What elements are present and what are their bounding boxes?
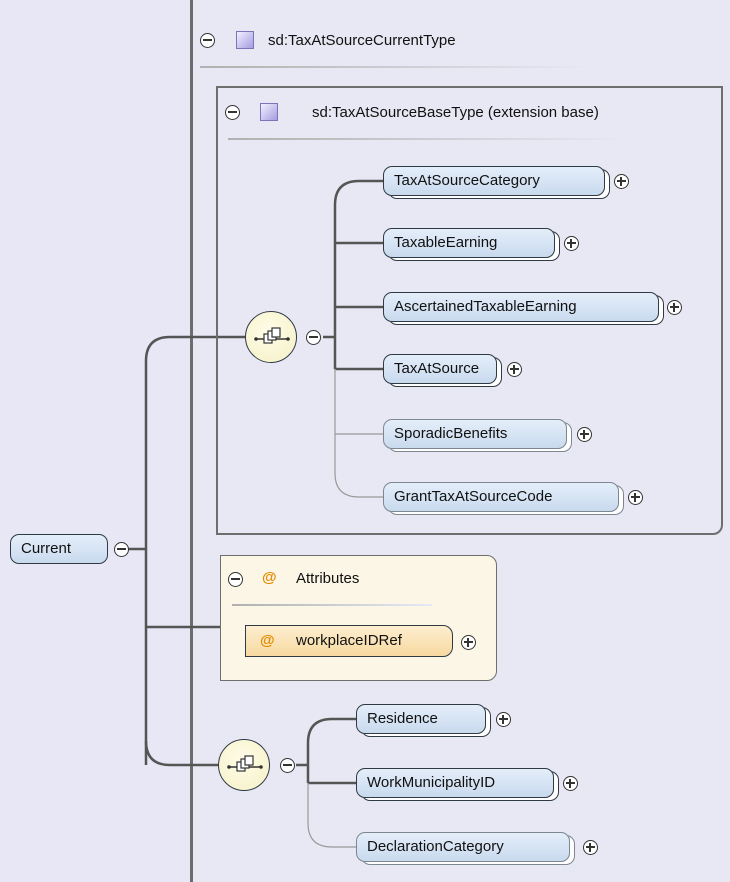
attributes-underline xyxy=(232,604,432,606)
expand-icon[interactable] xyxy=(507,362,522,377)
element-label: GrantTaxAtSourceCode xyxy=(394,488,553,505)
attribute-icon: @ xyxy=(262,569,277,586)
collapse-icon[interactable] xyxy=(200,33,215,48)
attribute-icon: @ xyxy=(260,632,275,649)
element-declarationcategory[interactable]: DeclarationCategory xyxy=(356,832,570,862)
attributes-title: Attributes xyxy=(296,570,360,587)
left-pane xyxy=(0,0,190,882)
expand-icon[interactable] xyxy=(577,427,592,442)
extension-underline xyxy=(228,138,628,140)
element-label: TaxAtSource xyxy=(394,360,480,377)
element-granttaxatsourcecode[interactable]: GrantTaxAtSourceCode xyxy=(383,482,619,512)
panel-divider xyxy=(190,0,193,882)
collapse-icon[interactable] xyxy=(306,330,321,345)
sequence-compositor-icon[interactable] xyxy=(245,311,297,363)
collapse-icon[interactable] xyxy=(114,542,129,557)
extension-base-box xyxy=(216,86,723,535)
attribute-workplaceidref[interactable]: @ workplaceIDRef xyxy=(245,625,453,657)
expand-icon[interactable] xyxy=(614,174,629,189)
expand-icon[interactable] xyxy=(667,300,682,315)
element-label: DeclarationCategory xyxy=(367,838,504,855)
header-underline xyxy=(200,66,590,68)
expand-icon[interactable] xyxy=(628,490,643,505)
element-taxableearning[interactable]: TaxableEarning xyxy=(383,228,555,258)
element-label: TaxAtSourceCategory xyxy=(394,172,540,189)
element-label: AscertainedTaxableEarning xyxy=(394,298,577,315)
expand-icon[interactable] xyxy=(583,840,598,855)
expand-icon[interactable] xyxy=(496,712,511,727)
root-element-label: Current xyxy=(21,540,72,557)
attribute-label: workplaceIDRef xyxy=(296,632,402,649)
expand-icon[interactable] xyxy=(564,236,579,251)
collapse-icon[interactable] xyxy=(225,105,240,120)
complex-type-icon xyxy=(260,103,278,121)
element-sporadicbenefits[interactable]: SporadicBenefits xyxy=(383,419,567,449)
collapse-icon[interactable] xyxy=(280,758,295,773)
element-taxatsourcecategory[interactable]: TaxAtSourceCategory xyxy=(383,166,605,196)
expand-icon[interactable] xyxy=(461,635,476,650)
complex-type-icon xyxy=(236,31,254,49)
element-label: WorkMunicipalityID xyxy=(367,774,496,791)
collapse-icon[interactable] xyxy=(228,572,243,587)
element-taxatsource[interactable]: TaxAtSource xyxy=(383,354,497,384)
element-ascertainedtaxableearning[interactable]: AscertainedTaxableEarning xyxy=(383,292,659,322)
element-residence[interactable]: Residence xyxy=(356,704,486,734)
element-label: TaxableEarning xyxy=(394,234,498,251)
extension-base-title: sd:TaxAtSourceBaseType (extension base) xyxy=(312,104,599,121)
expand-icon[interactable] xyxy=(563,776,578,791)
complex-type-title: sd:TaxAtSourceCurrentType xyxy=(268,32,456,49)
element-label: Residence xyxy=(367,710,438,727)
root-element-current[interactable]: Current xyxy=(10,534,108,564)
attributes-box xyxy=(220,555,497,681)
sequence-compositor-icon[interactable] xyxy=(218,739,270,791)
element-workmunicipalityid[interactable]: WorkMunicipalityID xyxy=(356,768,554,798)
element-label: SporadicBenefits xyxy=(394,425,508,442)
